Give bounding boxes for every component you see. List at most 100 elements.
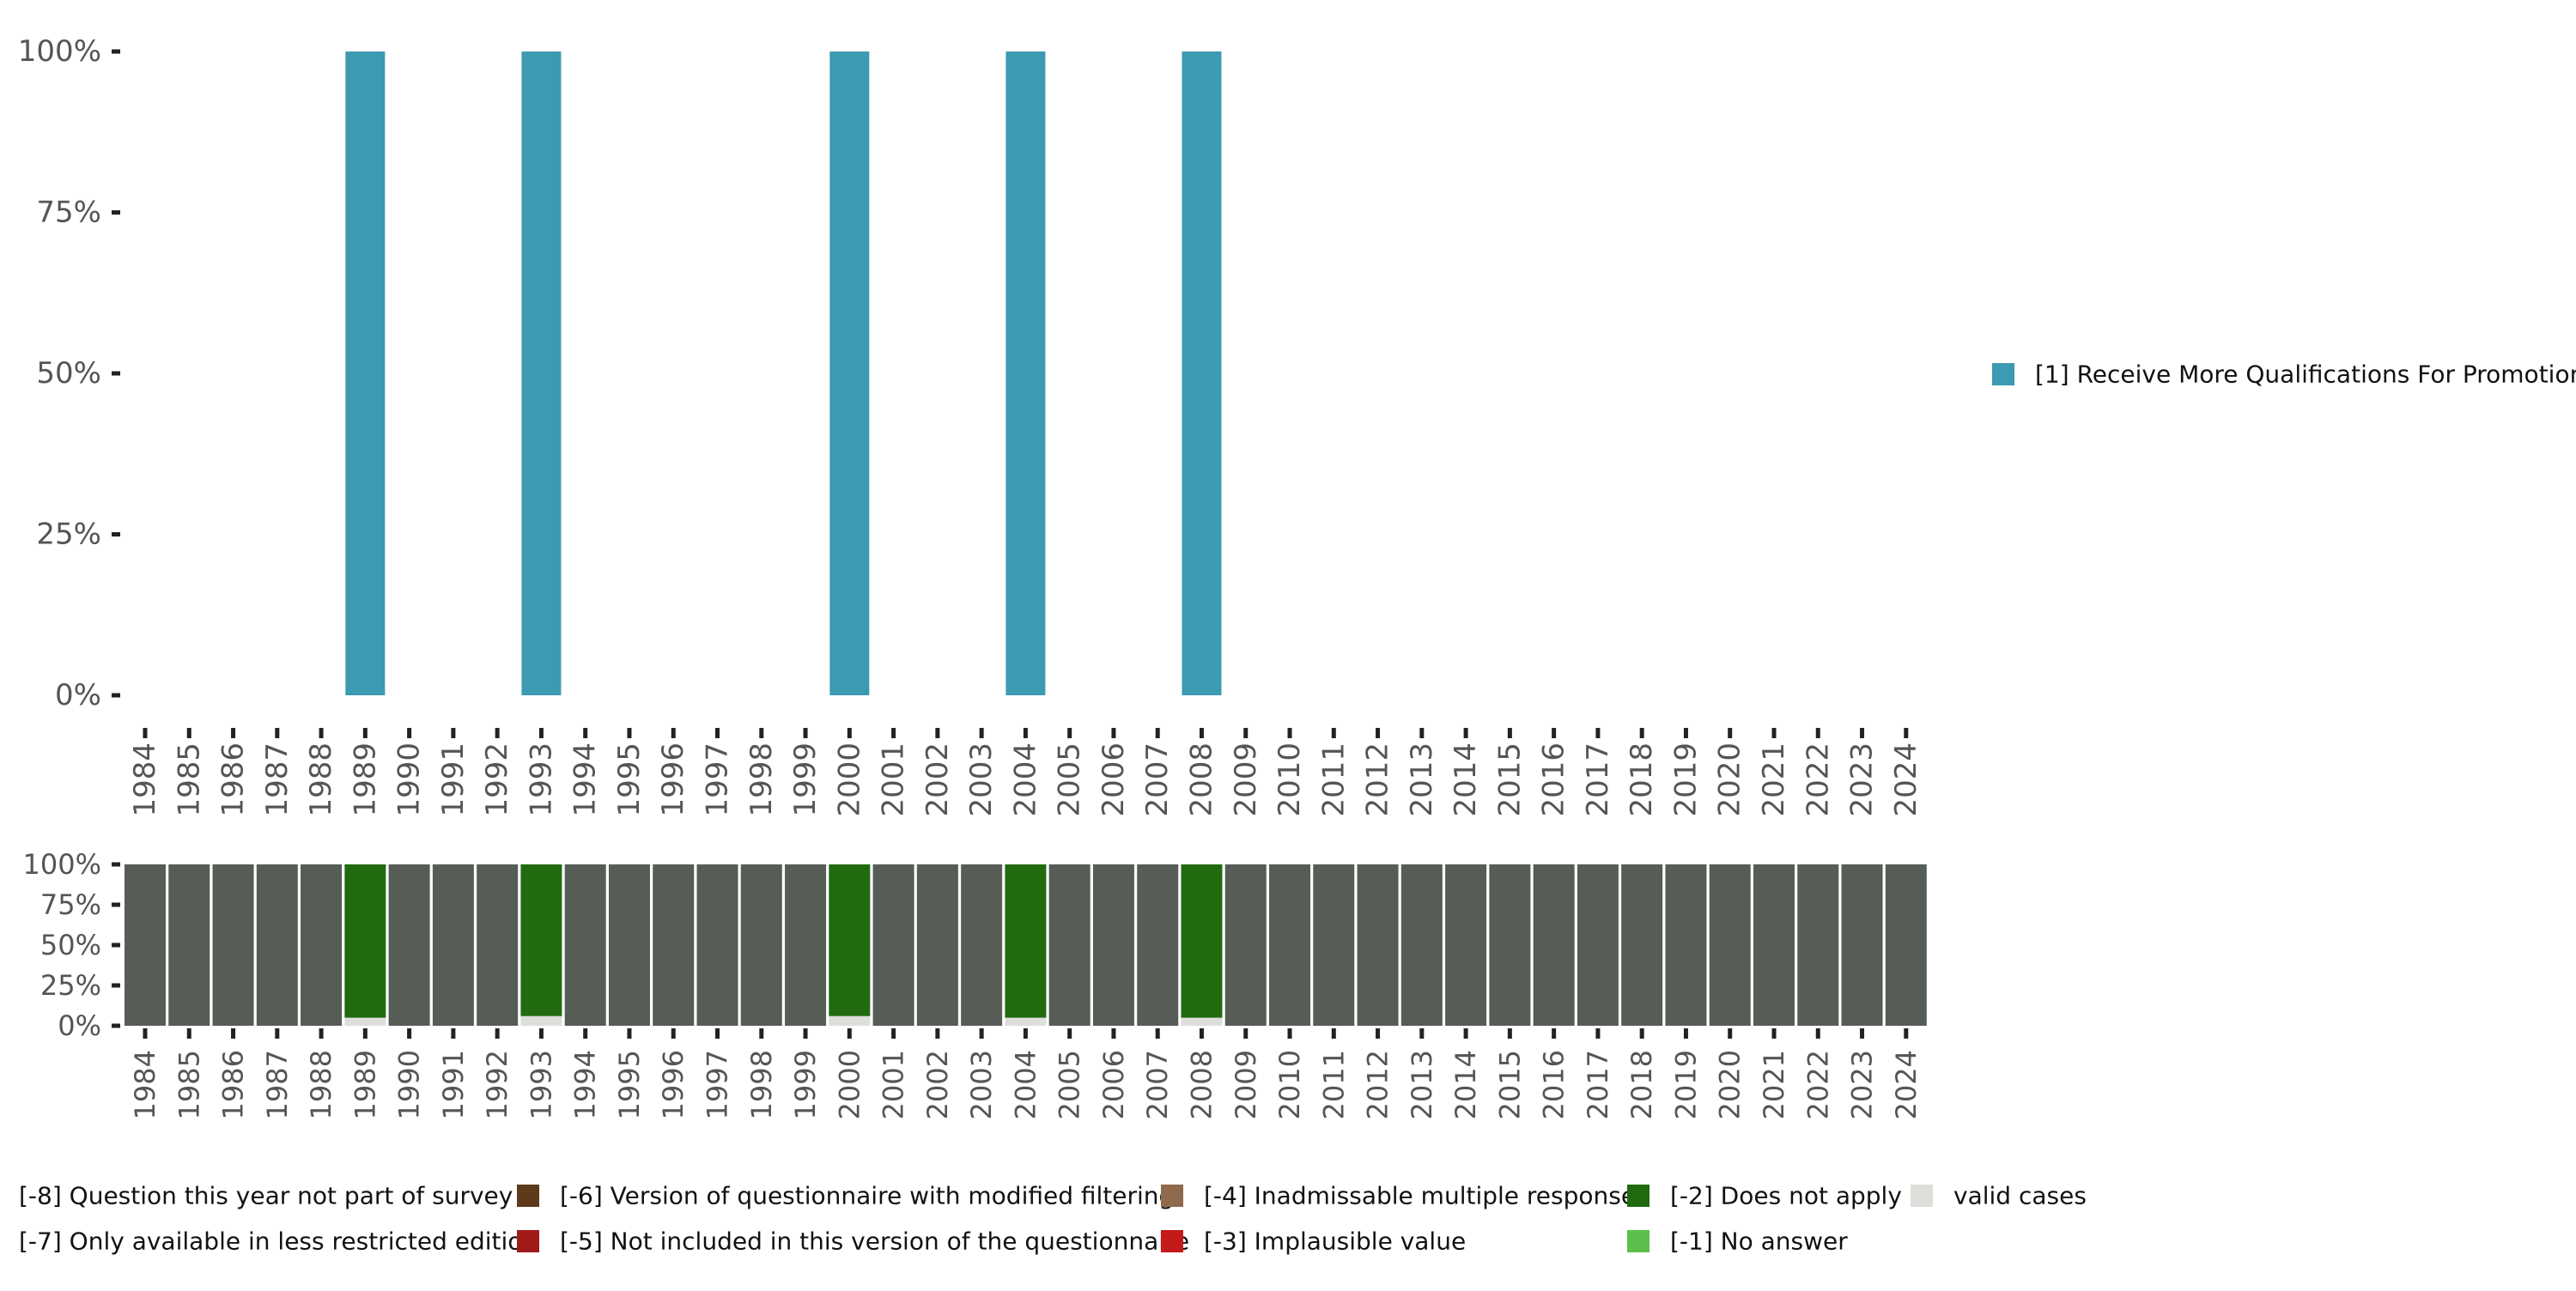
missing-bar-2000-valid-cases xyxy=(829,1015,871,1026)
main-x-tick-label: 1999 xyxy=(788,742,823,817)
missing-x-tick-label: 2005 xyxy=(1054,1050,1086,1119)
missing-bar-2001--8-question-this-year-not-part-of-survey xyxy=(872,864,914,1026)
main-y-tick-label: 100% xyxy=(18,34,101,69)
missing-bar-2008--2-does-not-apply xyxy=(1181,864,1223,1018)
missing-y-tick-label: 75% xyxy=(40,888,101,921)
missing-bar-2024--8-question-this-year-not-part-of-survey xyxy=(1885,864,1927,1026)
missing-bar-1991--8-question-this-year-not-part-of-survey xyxy=(432,864,474,1026)
main-x-tick-label: 2013 xyxy=(1405,742,1439,817)
missing-bar-2010--8-question-this-year-not-part-of-survey xyxy=(1269,864,1311,1026)
missing-legend-swatch xyxy=(1911,1185,1933,1207)
missing-legend-label: [-6] Version of questionnaire with modif… xyxy=(560,1182,1174,1210)
missing-bar-2002--8-question-this-year-not-part-of-survey xyxy=(916,864,958,1026)
missing-legend-swatch xyxy=(517,1185,539,1207)
missing-x-tick-label: 2024 xyxy=(1890,1050,1923,1119)
missing-bar-1994--8-question-this-year-not-part-of-survey xyxy=(564,864,606,1026)
missing-y-tick-label: 50% xyxy=(40,929,101,961)
main-x-tick-label: 2019 xyxy=(1668,742,1703,817)
missing-bar-2013--8-question-this-year-not-part-of-survey xyxy=(1400,864,1443,1026)
main-x-tick-label: 2014 xyxy=(1449,742,1483,817)
main-x-tick-label: 1989 xyxy=(348,742,382,817)
missing-x-tick-label: 1985 xyxy=(173,1050,205,1119)
missing-bar-1989--2-does-not-apply xyxy=(344,864,386,1018)
main-x-tick-label: 2007 xyxy=(1140,742,1175,817)
missing-legend-label: [-3] Implausible value xyxy=(1204,1227,1466,1256)
missing-legend-label: [-2] Does not apply xyxy=(1670,1182,1902,1210)
missing-bar-1990--8-question-this-year-not-part-of-survey xyxy=(388,864,430,1026)
missing-x-tick-label: 1998 xyxy=(745,1050,778,1119)
missing-x-tick-label: 2010 xyxy=(1273,1050,1306,1119)
main-y-tick-label: 0% xyxy=(55,678,101,712)
missing-bar-2020--8-question-this-year-not-part-of-survey xyxy=(1709,864,1751,1026)
missing-x-tick-label: 1992 xyxy=(481,1050,513,1119)
missing-bar-1985--8-question-this-year-not-part-of-survey xyxy=(168,864,210,1026)
missing-legend-swatch xyxy=(1627,1230,1649,1252)
missing-bar-2012--8-question-this-year-not-part-of-survey xyxy=(1357,864,1399,1026)
main-y-tick-label: 50% xyxy=(36,356,101,391)
missing-bar-2017--8-question-this-year-not-part-of-survey xyxy=(1577,864,1619,1026)
missing-bar-1984--8-question-this-year-not-part-of-survey xyxy=(125,864,166,1026)
missing-bar-1993-valid-cases xyxy=(520,1015,562,1026)
main-x-tick-label: 2024 xyxy=(1889,742,1923,817)
main-x-tick-label: 1991 xyxy=(436,742,471,817)
main-legend-label: [1] Receive More Qualifications For Prom… xyxy=(2035,361,2576,389)
main-x-tick-label: 2022 xyxy=(1801,742,1835,817)
main-x-tick-label: 1984 xyxy=(128,742,162,817)
missing-x-tick-label: 2008 xyxy=(1185,1050,1218,1119)
missing-legend-swatch xyxy=(1627,1185,1649,1207)
missing-x-tick-label: 2015 xyxy=(1493,1050,1526,1119)
missing-bar-2006--8-question-this-year-not-part-of-survey xyxy=(1092,864,1134,1026)
missing-bar-2005--8-question-this-year-not-part-of-survey xyxy=(1048,864,1091,1026)
missing-legend-swatch xyxy=(1161,1185,1183,1207)
missing-bar-2000--2-does-not-apply xyxy=(829,864,871,1016)
missing-legend-swatch xyxy=(517,1230,539,1252)
missing-x-tick-label: 1997 xyxy=(702,1050,734,1119)
missing-legend-swatch xyxy=(1161,1230,1183,1252)
missing-bar-1993--2-does-not-apply xyxy=(520,864,562,1016)
main-x-tick-label: 1997 xyxy=(701,742,735,817)
main-x-tick-label: 2018 xyxy=(1625,742,1659,817)
main-x-tick-label: 2017 xyxy=(1581,742,1615,817)
missing-x-tick-label: 1994 xyxy=(569,1050,602,1119)
main-x-tick-label: 2006 xyxy=(1097,742,1131,817)
main-x-tick-label: 2003 xyxy=(964,742,999,817)
missing-bar-1986--8-question-this-year-not-part-of-survey xyxy=(212,864,254,1026)
missing-legend-label: [-8] Question this year not part of surv… xyxy=(19,1182,513,1210)
missing-x-tick-label: 2018 xyxy=(1625,1050,1658,1119)
missing-legend-label: [-7] Only available in less restricted e… xyxy=(19,1227,538,1256)
missing-bar-1998--8-question-this-year-not-part-of-survey xyxy=(740,864,782,1026)
missing-x-tick-label: 2020 xyxy=(1714,1050,1747,1119)
main-x-tick-label: 1995 xyxy=(612,742,647,817)
main-bar-2000 xyxy=(829,52,870,695)
main-x-tick-label: 2015 xyxy=(1492,742,1527,817)
main-x-tick-label: 2001 xyxy=(877,742,911,817)
missing-legend-label: [-4] Inadmissable multiple response xyxy=(1204,1182,1636,1210)
missing-x-tick-label: 2000 xyxy=(833,1050,866,1119)
missing-bar-2018--8-question-this-year-not-part-of-survey xyxy=(1621,864,1663,1026)
main-x-tick-label: 1992 xyxy=(480,742,514,817)
main-x-tick-label: 1998 xyxy=(744,742,779,817)
main-x-tick-label: 1990 xyxy=(392,742,427,817)
missing-bar-1992--8-question-this-year-not-part-of-survey xyxy=(477,864,519,1026)
missing-x-tick-label: 2016 xyxy=(1538,1050,1571,1119)
main-bar-2008 xyxy=(1182,52,1222,695)
missing-bar-2021--8-question-this-year-not-part-of-survey xyxy=(1753,864,1795,1026)
missing-x-tick-label: 2003 xyxy=(965,1050,998,1119)
missing-bar-2015--8-question-this-year-not-part-of-survey xyxy=(1489,864,1531,1026)
missing-bar-1996--8-question-this-year-not-part-of-survey xyxy=(653,864,695,1026)
missing-x-tick-label: 2001 xyxy=(878,1050,910,1119)
missing-y-tick-label: 25% xyxy=(40,969,101,1002)
missing-bar-2016--8-question-this-year-not-part-of-survey xyxy=(1533,864,1575,1026)
missing-x-tick-label: 1999 xyxy=(789,1050,822,1119)
missing-x-tick-label: 1993 xyxy=(525,1050,557,1119)
missing-bar-2019--8-question-this-year-not-part-of-survey xyxy=(1665,864,1707,1026)
main-x-tick-label: 2005 xyxy=(1053,742,1087,817)
main-bar-1993 xyxy=(521,52,562,695)
missing-x-tick-label: 1991 xyxy=(437,1050,470,1119)
missing-bar-1989-valid-cases xyxy=(344,1017,386,1026)
main-x-tick-label: 1994 xyxy=(568,742,603,817)
missing-x-tick-label: 1984 xyxy=(129,1050,161,1119)
main-x-tick-label: 1987 xyxy=(260,742,295,817)
missing-x-tick-label: 2002 xyxy=(921,1050,954,1119)
main-x-tick-label: 2000 xyxy=(832,742,866,817)
